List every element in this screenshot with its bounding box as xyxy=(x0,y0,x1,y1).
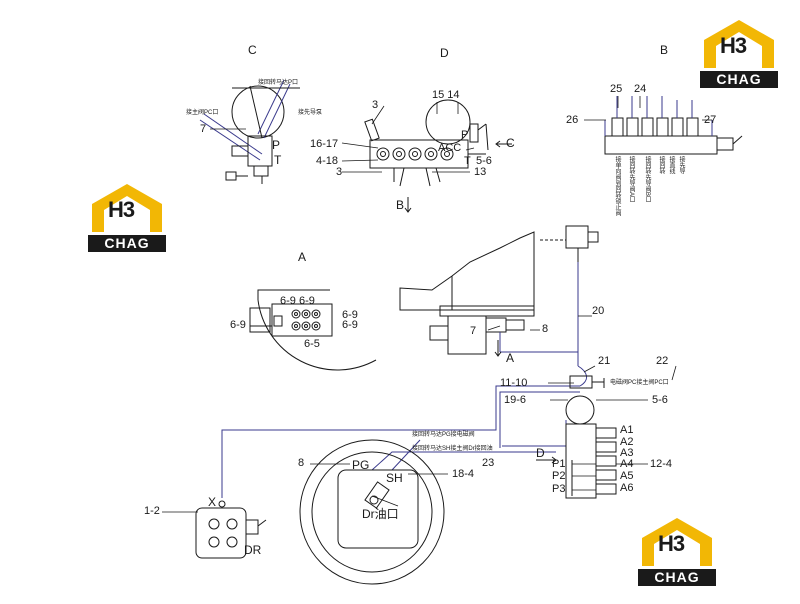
view-b-part-25: 25 xyxy=(610,83,623,95)
leader-lines xyxy=(162,96,712,513)
view-b-note-3: 接回转先导阀B口 xyxy=(644,156,650,203)
view-d-part-3b: 3 xyxy=(336,166,343,178)
view-d-assembly xyxy=(364,99,512,213)
view-b-part-24: 24 xyxy=(634,83,647,95)
view-c-port-p: P xyxy=(272,138,281,152)
main-frame xyxy=(399,225,599,355)
view-b-note-2: 接回转先导阀A口 xyxy=(628,156,634,203)
view-b-note-4: 接回转 xyxy=(658,156,664,174)
logo-mid-left: H3 CHAG xyxy=(88,182,166,254)
view-c-part-7: 7 xyxy=(200,123,207,135)
view-c-assembly xyxy=(199,79,300,184)
view-c-note-3: 接先导泵 xyxy=(298,110,323,116)
main-port-a2: A2 xyxy=(620,436,634,448)
main-port-p1: P1 xyxy=(552,458,566,470)
logo-mark: H3 xyxy=(720,33,747,58)
view-b-title: B xyxy=(660,43,669,57)
view-a-bottom-label: 6-5 xyxy=(304,338,320,350)
view-d-part-3a: 3 xyxy=(372,99,379,111)
view-d-part-5-6: 5-6 xyxy=(476,155,492,167)
motor-note-1: 接回转马达PG接电磁阀 xyxy=(412,432,475,438)
main-part-20: 20 xyxy=(592,305,605,317)
pump-port-dr: DR xyxy=(244,543,262,557)
logo-mark: H3 xyxy=(108,197,135,222)
view-b-assembly xyxy=(604,96,743,155)
view-d-title: D xyxy=(440,46,449,60)
logo-top-right: H3 CHAG xyxy=(700,18,778,90)
logo-bottom-right: H3 CHAG xyxy=(638,516,716,588)
main-part-19-6: 19-6 xyxy=(504,394,527,406)
pump-port-x: X xyxy=(208,495,217,509)
view-d-part-15-14: 15 14 xyxy=(432,89,460,101)
main-part-22: 22 xyxy=(656,355,669,367)
motor-dr-port: Dr油口 xyxy=(362,507,399,521)
view-b-note-6: 接先导 xyxy=(678,156,684,174)
main-part-8: 8 xyxy=(542,323,549,335)
motor-port-pg: PG xyxy=(352,458,370,472)
swing-motor-view xyxy=(299,439,445,585)
view-d-port-acc: ACC xyxy=(438,142,462,154)
view-c-port-t: T xyxy=(274,153,282,167)
view-a-right-top-label: 6-9 xyxy=(342,309,358,321)
logo-text: CHAG xyxy=(700,71,778,88)
view-a-assembly xyxy=(249,289,377,371)
logo-text: CHAG xyxy=(638,569,716,586)
main-port-a3: A3 xyxy=(620,447,634,459)
view-d-part-13: 13 xyxy=(474,166,487,178)
logo-text: CHAG xyxy=(88,235,166,252)
view-c-title: C xyxy=(248,43,257,57)
main-part-12-4: 12-4 xyxy=(650,458,673,470)
pump-assembly xyxy=(195,500,267,559)
view-d-arrow-b: B xyxy=(396,198,405,212)
logo-mark: H3 xyxy=(658,531,685,556)
main-port-a1: A1 xyxy=(620,424,634,436)
view-a-title: A xyxy=(298,250,307,264)
view-b-part-26: 26 xyxy=(566,114,579,126)
view-b-part-27: 27 xyxy=(704,114,717,126)
main-part-11-10: 11-10 xyxy=(500,377,528,389)
view-b-note-5: 接直线 xyxy=(668,156,674,174)
main-part-5-6: 5-6 xyxy=(652,394,668,406)
pump-part-1-2: 1-2 xyxy=(144,505,160,517)
motor-port-sh: SH xyxy=(386,471,403,485)
view-d-port-p: P xyxy=(461,129,469,141)
view-a-right-bottom-label: 6-9 xyxy=(342,319,358,331)
main-arrow-d: D xyxy=(536,446,545,460)
main-valve-note: 电磁阀PC接主阀PC口 xyxy=(610,380,669,386)
main-part-18-4: 18-4 xyxy=(452,468,475,480)
main-port-p2: P2 xyxy=(552,470,566,482)
view-c-note-2: 接主阀PC口 xyxy=(186,110,219,116)
view-d-part-16-17: 16-17 xyxy=(310,138,339,150)
main-arrow-a: A xyxy=(506,351,515,365)
main-port-p3: P3 xyxy=(552,483,566,495)
view-d-ports xyxy=(376,147,454,161)
view-c-note-1: 接回转马达P口 xyxy=(258,80,299,86)
view-a-left-label: 6-9 xyxy=(230,319,246,331)
hydraulic-hoses xyxy=(221,262,587,498)
main-part-23: 23 xyxy=(482,457,495,469)
motor-note-2: 接回转马达SH接主阀Dr接回油 xyxy=(412,446,493,452)
main-part-7: 7 xyxy=(470,325,477,337)
view-d-part-4-18: 4-18 xyxy=(316,155,339,167)
view-d-arrow-c: C xyxy=(506,136,515,150)
main-port-a6: A6 xyxy=(620,482,634,494)
logo-roof-icon xyxy=(704,20,774,68)
logo-roof-icon xyxy=(92,184,162,232)
view-b-note-1: 接单向阀到回转锁止阀 xyxy=(614,156,620,216)
main-port-a5: A5 xyxy=(620,470,634,482)
main-part-8b: 8 xyxy=(298,457,305,469)
main-port-a4: A4 xyxy=(620,458,634,470)
view-a-row-label: 6-9 6-9 xyxy=(280,295,315,307)
logo-roof-icon xyxy=(642,518,712,566)
main-part-21: 21 xyxy=(598,355,611,367)
view-d-port-t: T xyxy=(464,155,471,167)
